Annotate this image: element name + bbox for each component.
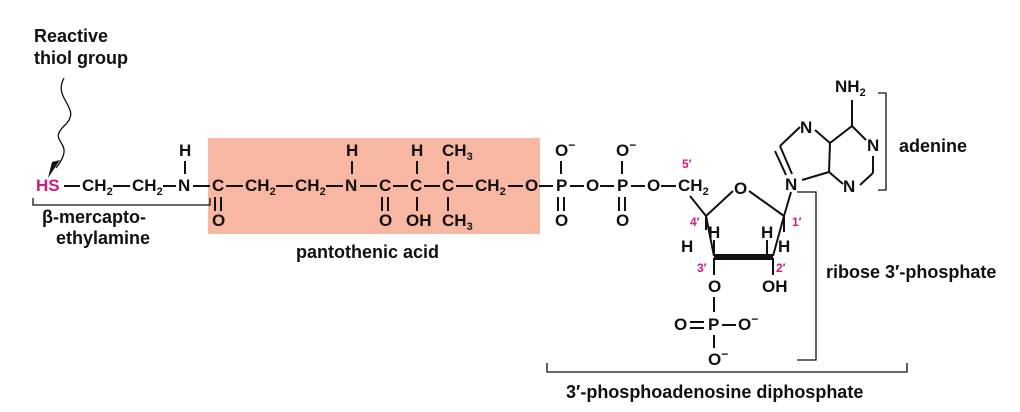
adenine-n3: N (843, 177, 855, 196)
atom-p: P (708, 315, 719, 334)
atom-c: C (212, 176, 224, 195)
atom-h: H (179, 141, 191, 160)
atom-ch3: CH3 (442, 211, 473, 233)
beta-mercapto-label-line2: ethylamine (56, 228, 150, 248)
atom-o: O (647, 176, 660, 195)
phosphoadenosine-label: 3′-phosphoadenosine diphosphate (566, 382, 863, 402)
atom-o: O (525, 176, 538, 195)
atom-o: O (586, 176, 599, 195)
ring-bond (772, 215, 785, 257)
atom-h: H (778, 237, 790, 256)
reactive-label-line1: Reactive (34, 26, 108, 46)
bond (814, 129, 831, 144)
position-4: 4′ (690, 215, 700, 229)
atom-oh: OH (406, 211, 432, 230)
ring-bond (748, 190, 785, 217)
atom-o: O (379, 211, 392, 230)
mercapto-bracket (32, 198, 211, 206)
atom-ch2: CH2 (295, 176, 326, 198)
atom-o-minus: O− (555, 138, 575, 160)
ring-bond (705, 190, 734, 217)
beta-mercapto-label-line1: β-mercapto- (42, 207, 146, 227)
position-3: 3′ (697, 261, 707, 275)
phosphoadenosine-bracket (546, 363, 908, 373)
bond (829, 125, 853, 144)
atom-ch2: CH2 (132, 176, 163, 198)
ring-bond (705, 215, 715, 257)
adenine-nh2: NH2 (835, 77, 866, 99)
position-2: 2′ (776, 261, 786, 275)
bond (828, 171, 844, 185)
adenine-bracket (878, 92, 887, 191)
atom-c: C (442, 176, 454, 195)
atom-o-minus: O− (616, 138, 636, 160)
atom-ch2: CH2 (678, 176, 709, 198)
adenine-n7: N (800, 118, 812, 137)
atom-ch2: CH2 (82, 176, 113, 198)
position-1: 1′ (792, 215, 802, 229)
ribose-bracket (797, 191, 817, 361)
bond (859, 172, 874, 186)
atom-o: O (616, 211, 629, 230)
bond (801, 171, 830, 181)
atom-h: H (411, 141, 423, 160)
adenine-label: adenine (899, 136, 967, 156)
atom-o: O (708, 277, 721, 296)
bond (774, 150, 787, 176)
bond (828, 142, 831, 173)
bond (779, 126, 801, 147)
arrow-head (48, 160, 60, 178)
bond (689, 195, 707, 217)
atom-p: P (556, 176, 567, 195)
atom-n: N (345, 176, 357, 195)
atom-h: H (681, 237, 693, 256)
reactive-label-line2: thiol group (34, 48, 128, 68)
atom-oh: OH (762, 277, 788, 296)
atom-ch2: CH2 (245, 176, 276, 198)
atom-c: C (410, 176, 422, 195)
atom-o: O (555, 211, 568, 230)
position-5: 5′ (682, 157, 692, 171)
glycosidic-bond (783, 191, 792, 217)
pantothenic-acid-label: pantothenic acid (296, 242, 439, 262)
atom-o: O (212, 211, 225, 230)
atom-o-minus: O− (738, 312, 758, 334)
atom-h: H (346, 141, 358, 160)
thiol-hs: HS (36, 176, 60, 195)
atom-h: H (708, 223, 720, 242)
atom-p: P (617, 176, 628, 195)
atom-o: O (674, 315, 687, 334)
adenine-n1: N (867, 136, 879, 155)
atom-o-minus: O− (708, 347, 728, 369)
atom-h: H (761, 223, 773, 242)
bond (851, 125, 867, 141)
bond (779, 145, 793, 175)
wavy-arrow (55, 77, 72, 169)
ring-oxygen: O (734, 179, 747, 198)
atom-ch3: CH3 (442, 141, 473, 163)
atom-c: C (379, 176, 391, 195)
atom-ch2: CH2 (475, 176, 506, 198)
adenine-n9: N (785, 175, 797, 194)
atom-n: N (178, 176, 190, 195)
ribose-phosphate-label: ribose 3′-phosphate (826, 262, 996, 282)
